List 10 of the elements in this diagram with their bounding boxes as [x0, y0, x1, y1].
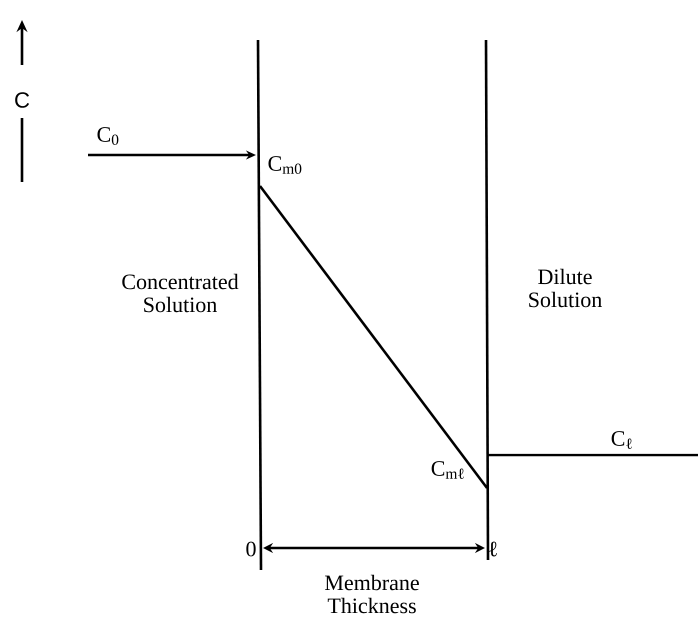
variable-label: C$_{ℓ}$	[612, 431, 632, 449]
dimension-label: Membrane Thickness	[324, 574, 419, 614]
variable-label: C$_{mℓ}$	[432, 461, 464, 479]
axis-label: C	[15, 92, 30, 108]
dimension-label: ℓ	[489, 542, 497, 556]
region-label: Dilute Solution	[529, 268, 602, 308]
variable-label: C$_{0}$	[97, 127, 118, 145]
variable-label: C$_{m0}$	[268, 156, 302, 174]
region-label: Concentrated Solution	[122, 274, 238, 312]
dimension-label: 0	[246, 542, 256, 556]
